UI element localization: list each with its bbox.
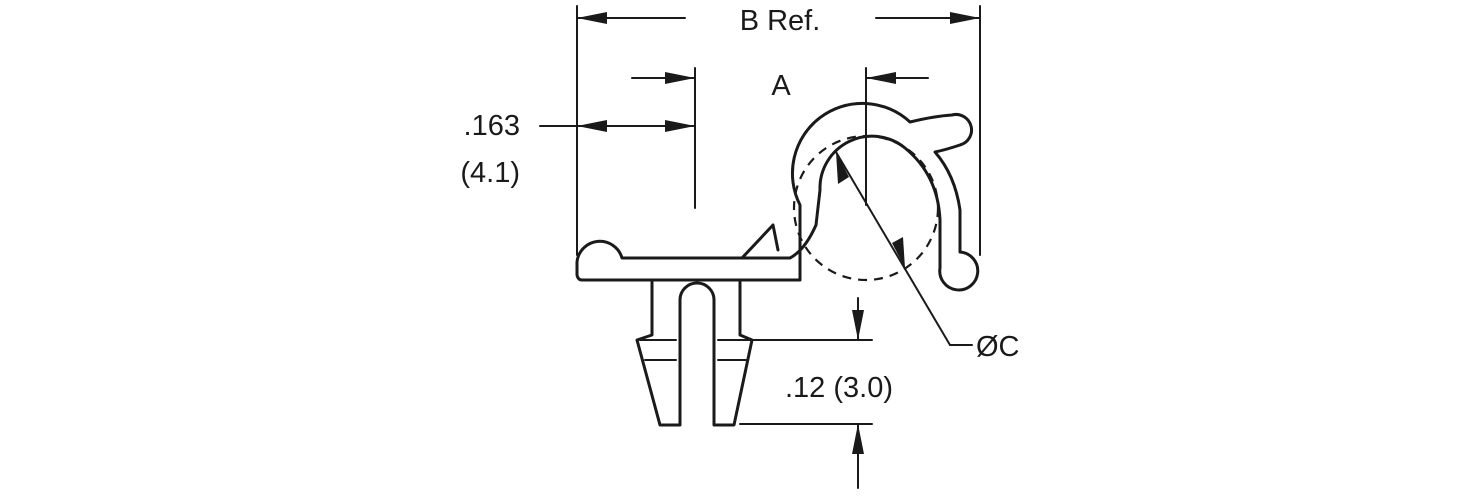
- dimension-a: A: [631, 67, 929, 209]
- b-ref-arrow-right: [950, 12, 980, 24]
- offset-label-mm: (4.1): [460, 157, 520, 189]
- diameter-arrow-bottom: [892, 237, 905, 268]
- clamp-rib: [740, 223, 780, 260]
- stem-right-leg: [712, 280, 754, 427]
- a-arrow-right: [866, 72, 896, 84]
- offset-arrow-right: [665, 120, 695, 132]
- stem-left-leg: [635, 280, 716, 427]
- dimension-b-ref: B Ref.: [576, 5, 981, 256]
- dimension-panel-thickness: .12 (3.0): [739, 297, 893, 489]
- diameter-label: ØC: [976, 331, 1020, 363]
- thickness-label: .12 (3.0): [785, 372, 893, 404]
- thickness-arrow-top: [852, 310, 864, 340]
- mounting-stem: [635, 280, 754, 427]
- a-label: A: [771, 70, 791, 102]
- offset-label-in: .163: [464, 110, 520, 142]
- b-ref-arrow-left: [577, 12, 607, 24]
- offset-arrow-left: [577, 120, 607, 132]
- thickness-arrow-bottom: [852, 424, 864, 454]
- dimension-offset: .163 (4.1): [460, 110, 696, 189]
- dimension-diameter-c: ØC: [835, 151, 1020, 363]
- diameter-leader-line: [835, 151, 951, 346]
- clamp-outline: [575, 101, 980, 292]
- diameter-arrow-top: [836, 152, 849, 184]
- a-arrow-left: [665, 72, 695, 84]
- b-ref-label: B Ref.: [740, 5, 821, 37]
- clamp-body: [575, 101, 980, 292]
